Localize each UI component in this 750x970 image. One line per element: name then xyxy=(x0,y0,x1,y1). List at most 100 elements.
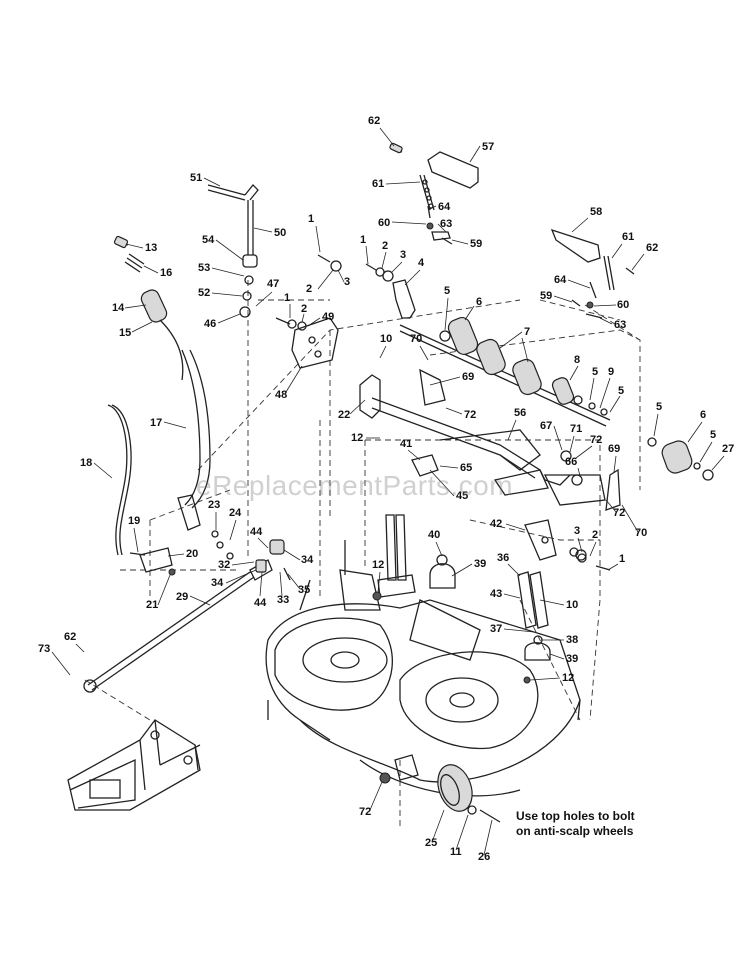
callout-61b: 61 xyxy=(622,231,634,243)
callout-57: 57 xyxy=(482,141,494,153)
callout-64: 64 xyxy=(438,201,451,213)
callout-36: 36 xyxy=(497,552,509,564)
callout-42: 42 xyxy=(490,518,502,530)
callout-34b: 34 xyxy=(211,577,224,589)
mower-deck xyxy=(265,540,581,797)
callout-8: 8 xyxy=(574,354,580,366)
callout-41: 41 xyxy=(400,438,412,450)
callout-40: 40 xyxy=(428,529,440,541)
callout-6: 6 xyxy=(476,296,482,308)
callout-49: 49 xyxy=(322,311,334,323)
lift-arm-assembly xyxy=(359,368,621,511)
callout-37: 37 xyxy=(490,623,502,635)
callout-63: 63 xyxy=(440,218,452,230)
cable-18 xyxy=(107,404,132,556)
callout-47: 47 xyxy=(267,278,279,290)
callout-46: 46 xyxy=(204,318,216,330)
callout-51: 51 xyxy=(190,172,202,184)
callout-62c: 62 xyxy=(64,631,76,643)
callout-67: 67 xyxy=(540,420,552,432)
bracket-42 xyxy=(524,519,587,563)
callout-9: 9 xyxy=(608,366,614,378)
callout-72c: 72 xyxy=(613,507,625,519)
callout-3b: 3 xyxy=(344,276,350,288)
callout-18: 18 xyxy=(80,457,92,469)
callout-39: 39 xyxy=(474,558,486,570)
callout-2b: 2 xyxy=(306,283,312,295)
front-hitch-bracket xyxy=(67,719,201,811)
callout-10: 10 xyxy=(380,333,392,345)
callout-66: 66 xyxy=(565,456,577,468)
callout-2: 2 xyxy=(382,240,388,252)
callout-59b: 59 xyxy=(540,290,552,302)
callout-24: 24 xyxy=(229,507,242,519)
callout-39b: 39 xyxy=(566,653,578,665)
callouts: 62 57 61 64 60 63 59 51 50 54 53 52 46 4… xyxy=(38,115,734,863)
callout-23: 23 xyxy=(208,499,220,511)
callout-21: 21 xyxy=(146,599,158,611)
callout-61: 61 xyxy=(372,178,384,190)
height-lever xyxy=(113,235,211,531)
callout-72d: 72 xyxy=(359,806,371,818)
callout-64b: 64 xyxy=(554,274,567,286)
callout-16: 16 xyxy=(160,267,172,279)
callout-5e: 5 xyxy=(710,429,716,441)
callout-2c: 2 xyxy=(301,303,307,315)
callout-60: 60 xyxy=(378,217,390,229)
callout-10b: 10 xyxy=(566,599,578,611)
callout-43: 43 xyxy=(490,588,502,600)
lift-shaft-assembly xyxy=(392,279,714,481)
callout-11: 11 xyxy=(450,846,462,858)
callout-3c: 3 xyxy=(574,525,580,537)
bracket-20 xyxy=(129,547,176,576)
leader-lines xyxy=(51,127,725,856)
callout-52: 52 xyxy=(198,287,210,299)
callout-7: 7 xyxy=(524,326,530,338)
callout-5b: 5 xyxy=(592,366,598,378)
callout-12c: 12 xyxy=(562,672,574,684)
callout-12: 12 xyxy=(351,432,363,444)
callout-34: 34 xyxy=(301,554,314,566)
callout-73: 73 xyxy=(38,643,50,655)
callout-29: 29 xyxy=(176,591,188,603)
callout-2d: 2 xyxy=(592,529,598,541)
callout-33: 33 xyxy=(277,594,289,606)
callout-6b: 6 xyxy=(700,409,706,421)
callout-26: 26 xyxy=(478,851,490,863)
callout-70: 70 xyxy=(410,333,422,345)
callout-1: 1 xyxy=(308,213,314,225)
callout-5d: 5 xyxy=(656,401,662,413)
callout-44: 44 xyxy=(250,526,263,538)
callout-4: 4 xyxy=(418,257,425,269)
chain-brackets xyxy=(389,142,635,319)
callout-32: 32 xyxy=(218,559,230,571)
callout-12b: 12 xyxy=(372,559,384,571)
lift-handle xyxy=(207,184,259,318)
callout-5: 5 xyxy=(444,285,450,297)
callout-44b: 44 xyxy=(254,597,267,609)
callout-60b: 60 xyxy=(617,299,629,311)
callout-45: 45 xyxy=(456,490,468,502)
callout-65: 65 xyxy=(460,462,472,474)
callout-72b: 72 xyxy=(590,434,602,446)
plate-48 xyxy=(291,317,339,369)
callout-54: 54 xyxy=(202,234,215,246)
callout-62: 62 xyxy=(368,115,380,127)
note-line-2: on anti-scalp wheels xyxy=(516,824,634,838)
callout-53: 53 xyxy=(198,262,210,274)
callout-20: 20 xyxy=(186,548,198,560)
callout-58: 58 xyxy=(590,206,602,218)
callout-1c: 1 xyxy=(284,292,290,304)
deck-hangers xyxy=(372,514,551,684)
callout-48: 48 xyxy=(275,389,287,401)
callout-71: 71 xyxy=(570,423,582,435)
callout-69: 69 xyxy=(462,371,474,383)
callout-1d: 1 xyxy=(619,553,625,565)
callout-5c: 5 xyxy=(618,385,624,397)
callout-38: 38 xyxy=(566,634,578,646)
callout-70b: 70 xyxy=(635,527,647,539)
callout-63b: 63 xyxy=(614,319,626,331)
callout-62b: 62 xyxy=(646,242,658,254)
callout-25: 25 xyxy=(425,837,437,849)
